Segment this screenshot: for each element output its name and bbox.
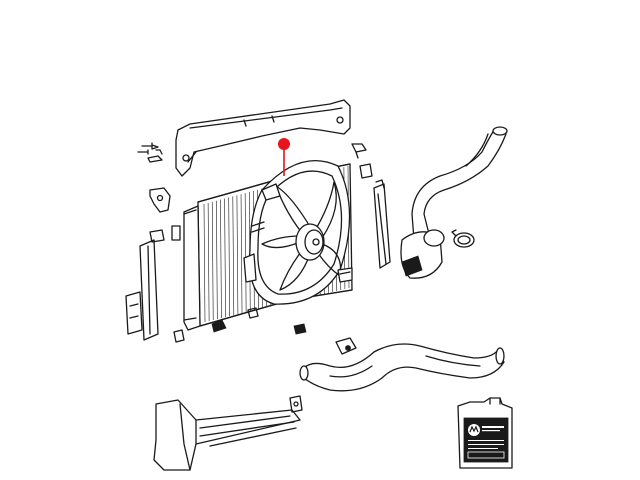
upper-radiator-hose-icon (400, 126, 508, 279)
mopar-logo-icon (468, 424, 480, 436)
cooling-fan-shroud-icon (243, 159, 353, 305)
right-side-seal-icon (373, 179, 391, 269)
side-air-seal-icon (125, 229, 165, 341)
lower-air-deflector-icon (153, 395, 303, 471)
lower-clips-icon (173, 271, 351, 343)
coolant-container-icon (457, 397, 513, 469)
mounting-bracket-icon (351, 143, 373, 179)
upper-radiator-support-icon (175, 99, 351, 177)
fastener-clips-icon (137, 142, 171, 213)
callout-pin (278, 138, 290, 176)
hose-clamp-icon (451, 229, 475, 248)
lower-radiator-hose-icon (299, 337, 505, 392)
